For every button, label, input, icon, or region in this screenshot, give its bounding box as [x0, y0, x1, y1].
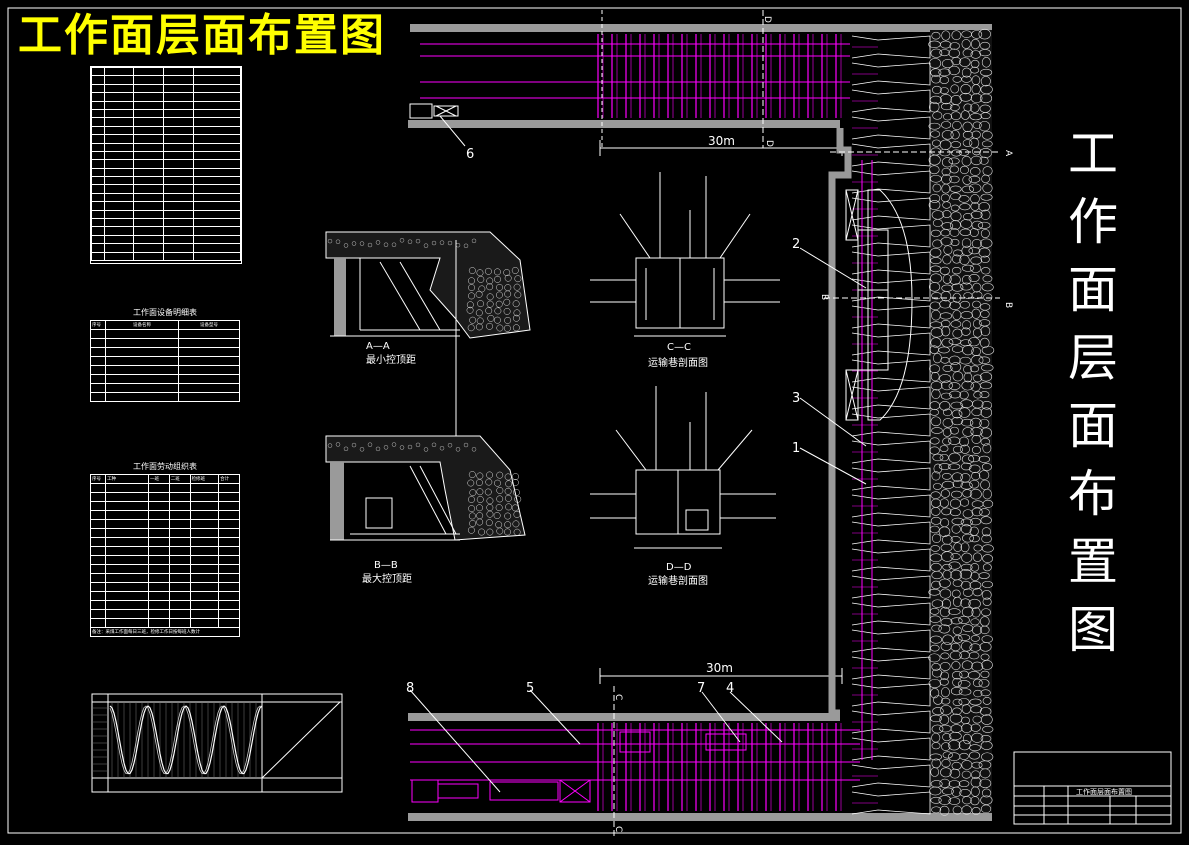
labor-table: 序号 工种 一班 二班 检修班 合计 备注：采煤工作面每日三班，检修工作日按每班… [90, 474, 240, 637]
section-dd-name: 运输巷剖面图 [648, 574, 708, 587]
section-mark-b-right: B [1003, 302, 1013, 308]
callout-5: 5 [526, 681, 534, 696]
section-mark-c-top: C [613, 694, 623, 700]
table-row [90, 573, 240, 583]
table-row [90, 519, 240, 529]
table-row [90, 501, 240, 511]
callout-4: 4 [726, 681, 734, 696]
bottom-roadway-wall-upper [408, 713, 840, 721]
callout-6: 6 [466, 147, 474, 162]
table-row: 序号 工种 一班 二班 检修班 合计 [90, 474, 240, 484]
section-mark-a: A [1003, 150, 1013, 157]
table-row [90, 582, 240, 592]
section-cc-name: 运输巷剖面图 [648, 356, 708, 369]
callout-leaders [409, 247, 867, 793]
table-header: 序号 [90, 320, 106, 330]
face-hydraulic-supports [851, 35, 931, 815]
table-row [90, 618, 240, 628]
title-char: 层 [1068, 329, 1118, 387]
section-cc-code: C—C [667, 342, 691, 353]
section-mark-d-bottom: D [764, 140, 774, 147]
face-goaf-boundary [828, 128, 852, 717]
title-char: 工 [1068, 125, 1118, 183]
table-header: 一班 [148, 474, 170, 484]
section-mark-b-left: B [819, 294, 829, 300]
section-aa-name: 最小控顶距 [366, 353, 416, 366]
section-aa-drawing [325, 231, 531, 440]
callout-1: 1 [792, 441, 800, 456]
bottom-roadway-supports [597, 723, 842, 811]
section-mark-d-top: D [762, 16, 772, 23]
table-header: 检修班 [189, 474, 220, 484]
callout-3: 3 [792, 391, 800, 406]
title-block-name: 工作面层面布置图 [1076, 787, 1132, 796]
table-header: 设备名称 [105, 320, 179, 330]
section-dd-code: D—D [666, 562, 692, 573]
callout-7: 7 [697, 681, 705, 696]
section-bb-code: B—B [374, 560, 398, 571]
equipment-table: 序号 设备名称 设备型号 [90, 320, 240, 402]
table-row [90, 564, 240, 574]
top-roadway-wall-upper [410, 24, 992, 32]
table-row [90, 609, 240, 619]
sheet-border [7, 7, 1182, 834]
table-row [90, 546, 240, 556]
callout-6-leader [439, 115, 466, 147]
table-header: 工种 [105, 474, 149, 484]
shearer [845, 189, 913, 421]
equipment-table-title: 工作面设备明细表 [133, 308, 197, 317]
section-bb-name: 最大控顶距 [362, 572, 412, 585]
top-roadway-wall-lower [408, 120, 840, 128]
title-char: 置 [1068, 533, 1118, 591]
face-scraper-conveyor [861, 160, 873, 760]
dimension-bottom-label: 30m [706, 661, 733, 675]
equipment-6-box-2 [433, 105, 459, 117]
top-roadway-supports [597, 34, 842, 118]
table-row [90, 537, 240, 547]
table-header: 合计 [218, 474, 240, 484]
title-char: 面 [1068, 397, 1118, 455]
section-aa-code: A—A [366, 341, 390, 352]
bottom-roadway-rails [410, 729, 860, 781]
title-char: 作 [1068, 193, 1118, 251]
drawing-title-vertical: 工 作 面 层 面 布 置 图 [1058, 120, 1128, 664]
bottom-roadway-wall-lower [408, 813, 992, 821]
callout-2: 2 [792, 237, 800, 252]
table-row [90, 510, 240, 520]
dimension-top-label: 30m [708, 134, 735, 148]
coal-rubble-pattern [928, 28, 995, 816]
technical-table-grid [91, 66, 242, 262]
top-roadway-rails [420, 43, 850, 99]
title-char: 图 [1068, 601, 1118, 659]
technical-table [90, 66, 242, 264]
title-char: 面 [1068, 261, 1118, 319]
table-row [90, 600, 240, 610]
drawing-title: 工作面层面布置图 [18, 10, 386, 61]
table-header: 设备型号 [178, 320, 240, 330]
table-row [90, 555, 240, 565]
callout-8: 8 [406, 681, 414, 696]
table-row: 备注：采煤工作面每日三班，检修工作日按每班人数计 [90, 627, 240, 637]
section-dd-drawing [590, 386, 776, 549]
labor-table-note: 备注：采煤工作面每日三班，检修工作日按每班人数计 [90, 627, 240, 637]
labor-table-title: 工作面劳动组织表 [133, 462, 197, 471]
title-block [1013, 751, 1172, 825]
section-cc-drawing [590, 172, 780, 337]
section-bb-drawing [325, 435, 526, 541]
table-row [90, 591, 240, 601]
table-row [90, 528, 240, 538]
cycle-operation-chart [91, 693, 343, 793]
section-mark-c-bottom: C [613, 826, 623, 832]
table-row [90, 492, 240, 502]
belt-conveyor [411, 731, 747, 803]
table-row [90, 483, 240, 493]
title-char: 布 [1068, 465, 1118, 523]
table-header: 序号 [90, 474, 106, 484]
equipment-6-box [409, 103, 433, 119]
table-row: 序号 设备名称 设备型号 [90, 320, 240, 330]
table-header: 二班 [168, 474, 191, 484]
